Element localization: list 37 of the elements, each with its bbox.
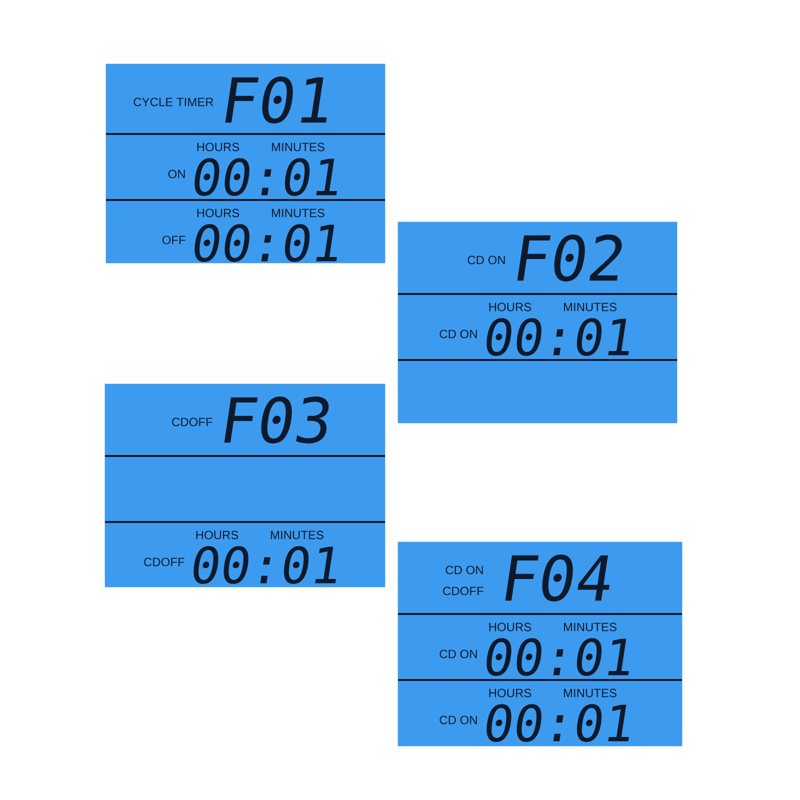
mode-label: CDOFF [144, 558, 184, 566]
segment-digits: 00:01 [194, 546, 336, 584]
lcd-panel [106, 64, 386, 264]
unit-label: HOURS [489, 688, 532, 698]
mode-label: OFF [162, 236, 186, 244]
unit-label: HOURS [196, 530, 238, 540]
unit-label: HOURS [489, 302, 532, 312]
lcd-panel [398, 542, 682, 746]
mode-label: CD ON [446, 566, 483, 574]
mode-label: CD ON [468, 256, 505, 264]
unit-label: MINUTES [272, 208, 324, 218]
mode-label: ON [168, 170, 185, 178]
lcd-panel [104, 384, 386, 588]
segment-digits: 00:01 [486, 318, 629, 356]
segment-digits: F01 [225, 76, 327, 124]
segment-digits: F02 [517, 234, 622, 282]
unit-label: HOURS [489, 622, 532, 632]
unit-label: MINUTES [271, 530, 324, 540]
unit-label: HOURS [197, 208, 240, 218]
mode-label: CDOFF [443, 586, 484, 596]
mode-label: CD ON [440, 330, 477, 338]
unit-label: MINUTES [272, 142, 324, 152]
mode-label: CDOFF [172, 418, 212, 426]
unit-label: HOURS [197, 142, 240, 152]
segment-digits: 00:01 [194, 158, 337, 196]
segment-digits: F03 [224, 396, 329, 444]
segment-digits: 00:01 [194, 224, 337, 262]
mode-label: CD ON [440, 716, 477, 724]
segment-digits: 00:01 [486, 704, 629, 742]
lcd-panel [398, 222, 678, 424]
unit-label: MINUTES [564, 302, 616, 312]
segment-digits: F04 [505, 554, 610, 602]
segment-digits: 00:01 [486, 638, 629, 676]
mode-label: CYCLE TIMER [134, 98, 214, 106]
mode-label: CD ON [440, 650, 477, 658]
unit-label: MINUTES [564, 622, 616, 632]
unit-label: MINUTES [564, 688, 616, 698]
